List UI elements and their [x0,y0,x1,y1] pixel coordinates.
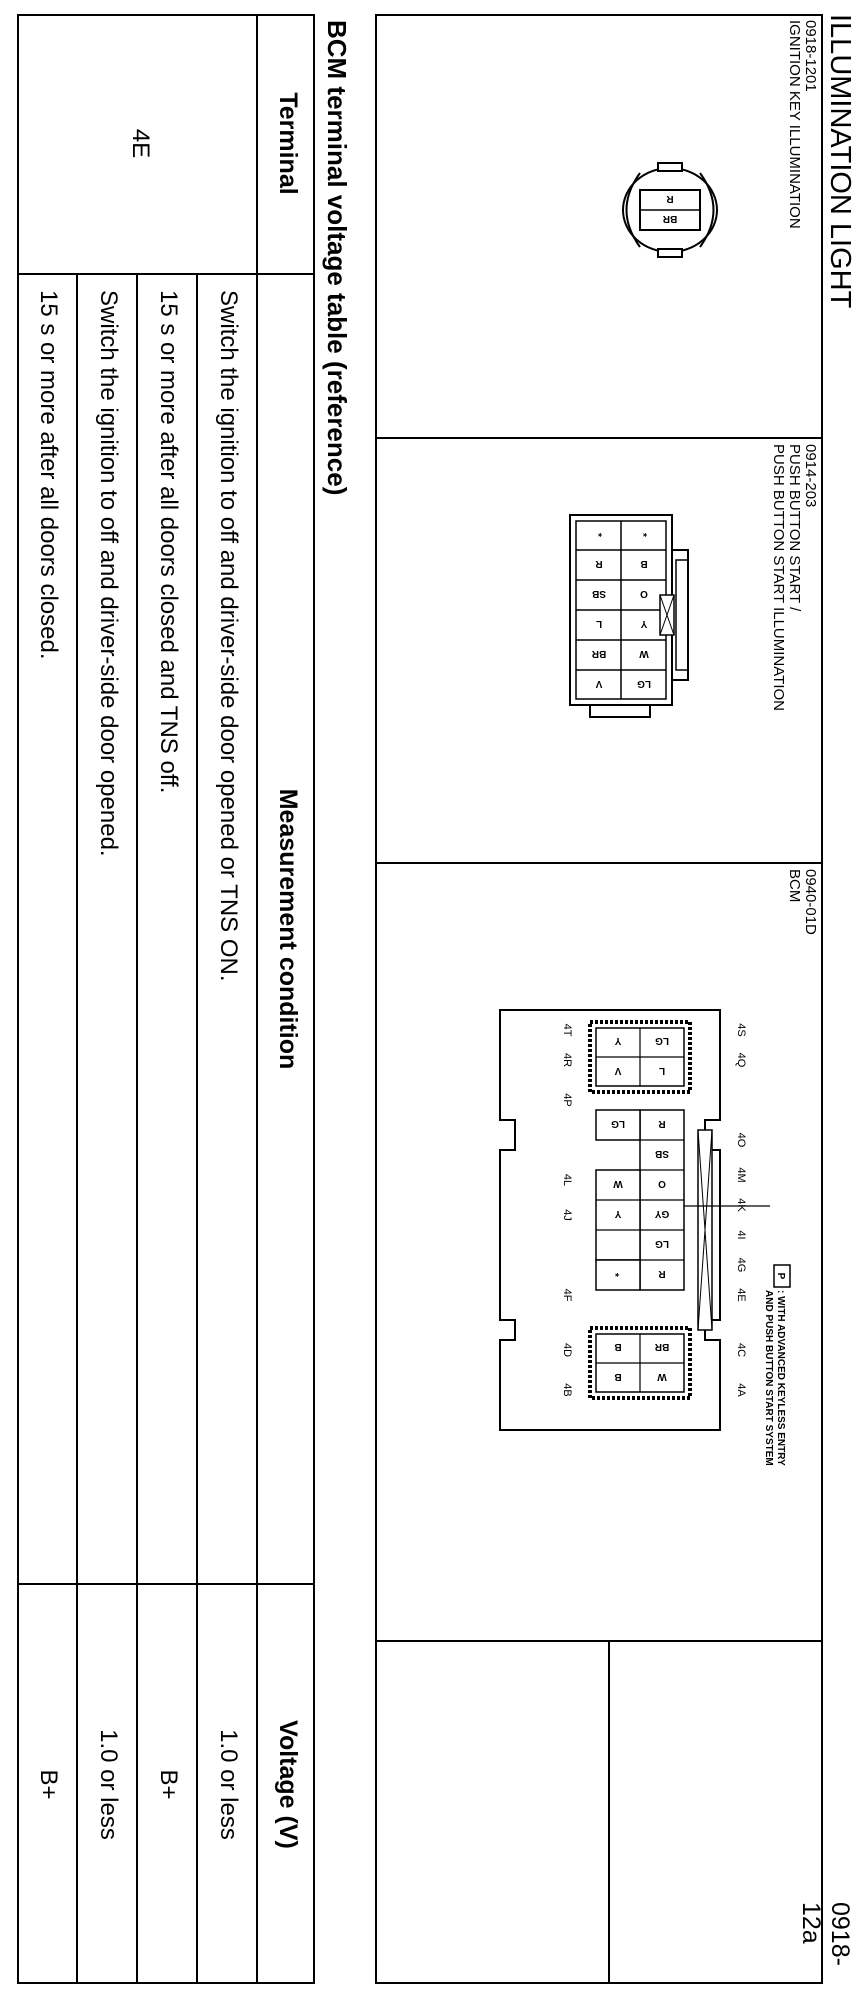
condition-cell: 15 s or more after all doors closed and … [155,290,182,794]
connector-2-diagram: * B O Y W LG * R SB L BR V [569,514,689,718]
pin-label: 4O [735,1133,747,1148]
bcm-pin: R [658,1268,666,1279]
bcm-pin: R [658,1118,666,1129]
connector-2-name: PUSH BUTTON START / [786,444,803,612]
note-line: : WITH ADVANCED KEYLESS ENTRY [775,1290,786,1466]
connector-1-code: 0918-1201 [802,20,819,92]
voltage-cell: B+ [35,1769,62,1800]
bcm-pin: SB [655,1148,669,1159]
bcm-pin: L [659,1065,665,1076]
connector-2-name: PUSH BUTTON START ILLUMINATION [770,444,787,711]
divider-4 [608,1640,610,1984]
pin-label: 4C [735,1343,747,1357]
connector-2-pin: Y [640,618,647,629]
pin-label: 4G [735,1258,747,1273]
condition-cell: 15 s or more after all doors closed. [35,290,62,660]
pin-label: 4I [735,1230,747,1239]
connector-1-pin: BR [662,213,677,224]
connector-2-code: 0914-203 [802,444,819,508]
note-line: AND PUSH BUTTON START SYSTEM [763,1290,774,1466]
pin-label: 4R [561,1053,573,1067]
pin-label: 4M [735,1167,747,1182]
bcm-pin: LG [655,1035,669,1046]
divider-3 [375,1640,823,1642]
connector-2-pin: B [640,558,647,569]
connector-2-pin: V [595,678,602,689]
connector-1-name: IGNITION KEY ILLUMINATION [786,20,803,229]
connector-2-pin: LG [637,678,651,689]
bcm-pin: B [614,1341,621,1352]
bcm-pin: B [614,1371,621,1382]
connector-2-pin: SB [592,588,606,599]
bcm-pin: LG [611,1118,625,1129]
connector-3-code: 0940-01D [802,869,819,935]
pin-label: 4T [561,1024,573,1037]
note-symbol: P [775,1273,786,1280]
connector-2-pin: R [595,558,603,569]
pin-label: 4B [561,1383,573,1396]
header-condition: Measurement condition [274,788,302,1070]
pin-label: 4Q [735,1053,747,1068]
bcm-pin: * [609,1273,620,1277]
connector-2-pin: * [637,533,648,537]
divider-2 [375,862,823,864]
table-title: BCM terminal voltage table (reference) [322,20,352,496]
bcm-pin: BR [654,1341,669,1352]
connector-2-pin: BR [591,648,606,659]
bottom-pin-labels: 4T 4R 4P 4L 4J 4F 4D 4B [561,1024,573,1397]
pin-label: 4E [735,1288,747,1301]
left-block [588,1020,692,1094]
connector-2-pin: O [640,588,648,599]
page-title: ILLUMINATION LIGHT [824,14,856,309]
bcm-pin: O [658,1178,666,1189]
condition-cell: Switch the ignition to off and driver-si… [215,290,242,982]
voltage-cell: 1.0 or less [95,1729,122,1840]
connector-2-pin: L [596,618,602,629]
connector-2-pin: * [592,533,603,537]
bcm-pin: GY [654,1208,669,1219]
pin-label: 4F [561,1289,573,1302]
header-terminal: Terminal [274,92,302,195]
middle-block-bottom [595,1109,641,1141]
condition-cell: Switch the ignition to off and driver-si… [95,290,122,857]
bcm-pin: V [614,1065,621,1076]
header-voltage: Voltage (V) [274,1720,302,1849]
voltage-cell: 1.0 or less [215,1729,242,1840]
pin-label: 4K [735,1198,747,1212]
voltage-cell: B+ [155,1769,182,1800]
connector-2-pin: W [639,648,649,659]
pin-label: 4D [561,1343,573,1357]
pin-label: 4L [561,1174,573,1186]
divider-1 [375,437,823,439]
bcm-pin: LG [655,1238,669,1249]
connector-3-diagram: P : WITH ADVANCED KEYLESS ENTRY AND PUSH… [499,1009,791,1466]
bcm-pin: Y [614,1035,621,1046]
right-block [588,1326,692,1400]
terminal-cell: 4E [127,128,154,159]
note-box [773,1264,791,1288]
pin-label: 4S [735,1023,747,1036]
connector-1-pin: R [666,193,674,204]
connector-3-name: BCM [786,869,803,903]
pin-label: 4J [561,1209,573,1221]
bcm-pin: W [657,1371,667,1382]
pin-label: 4P [561,1093,573,1106]
pin-label: 4A [735,1383,747,1397]
top-pin-labels: 4S 4Q 4O 4M 4K 4I 4G 4E 4C 4A [735,1023,747,1397]
bcm-pin: Y [614,1208,621,1219]
connector-1-diagram: R BR [622,162,718,258]
bcm-pin: W [613,1178,623,1189]
